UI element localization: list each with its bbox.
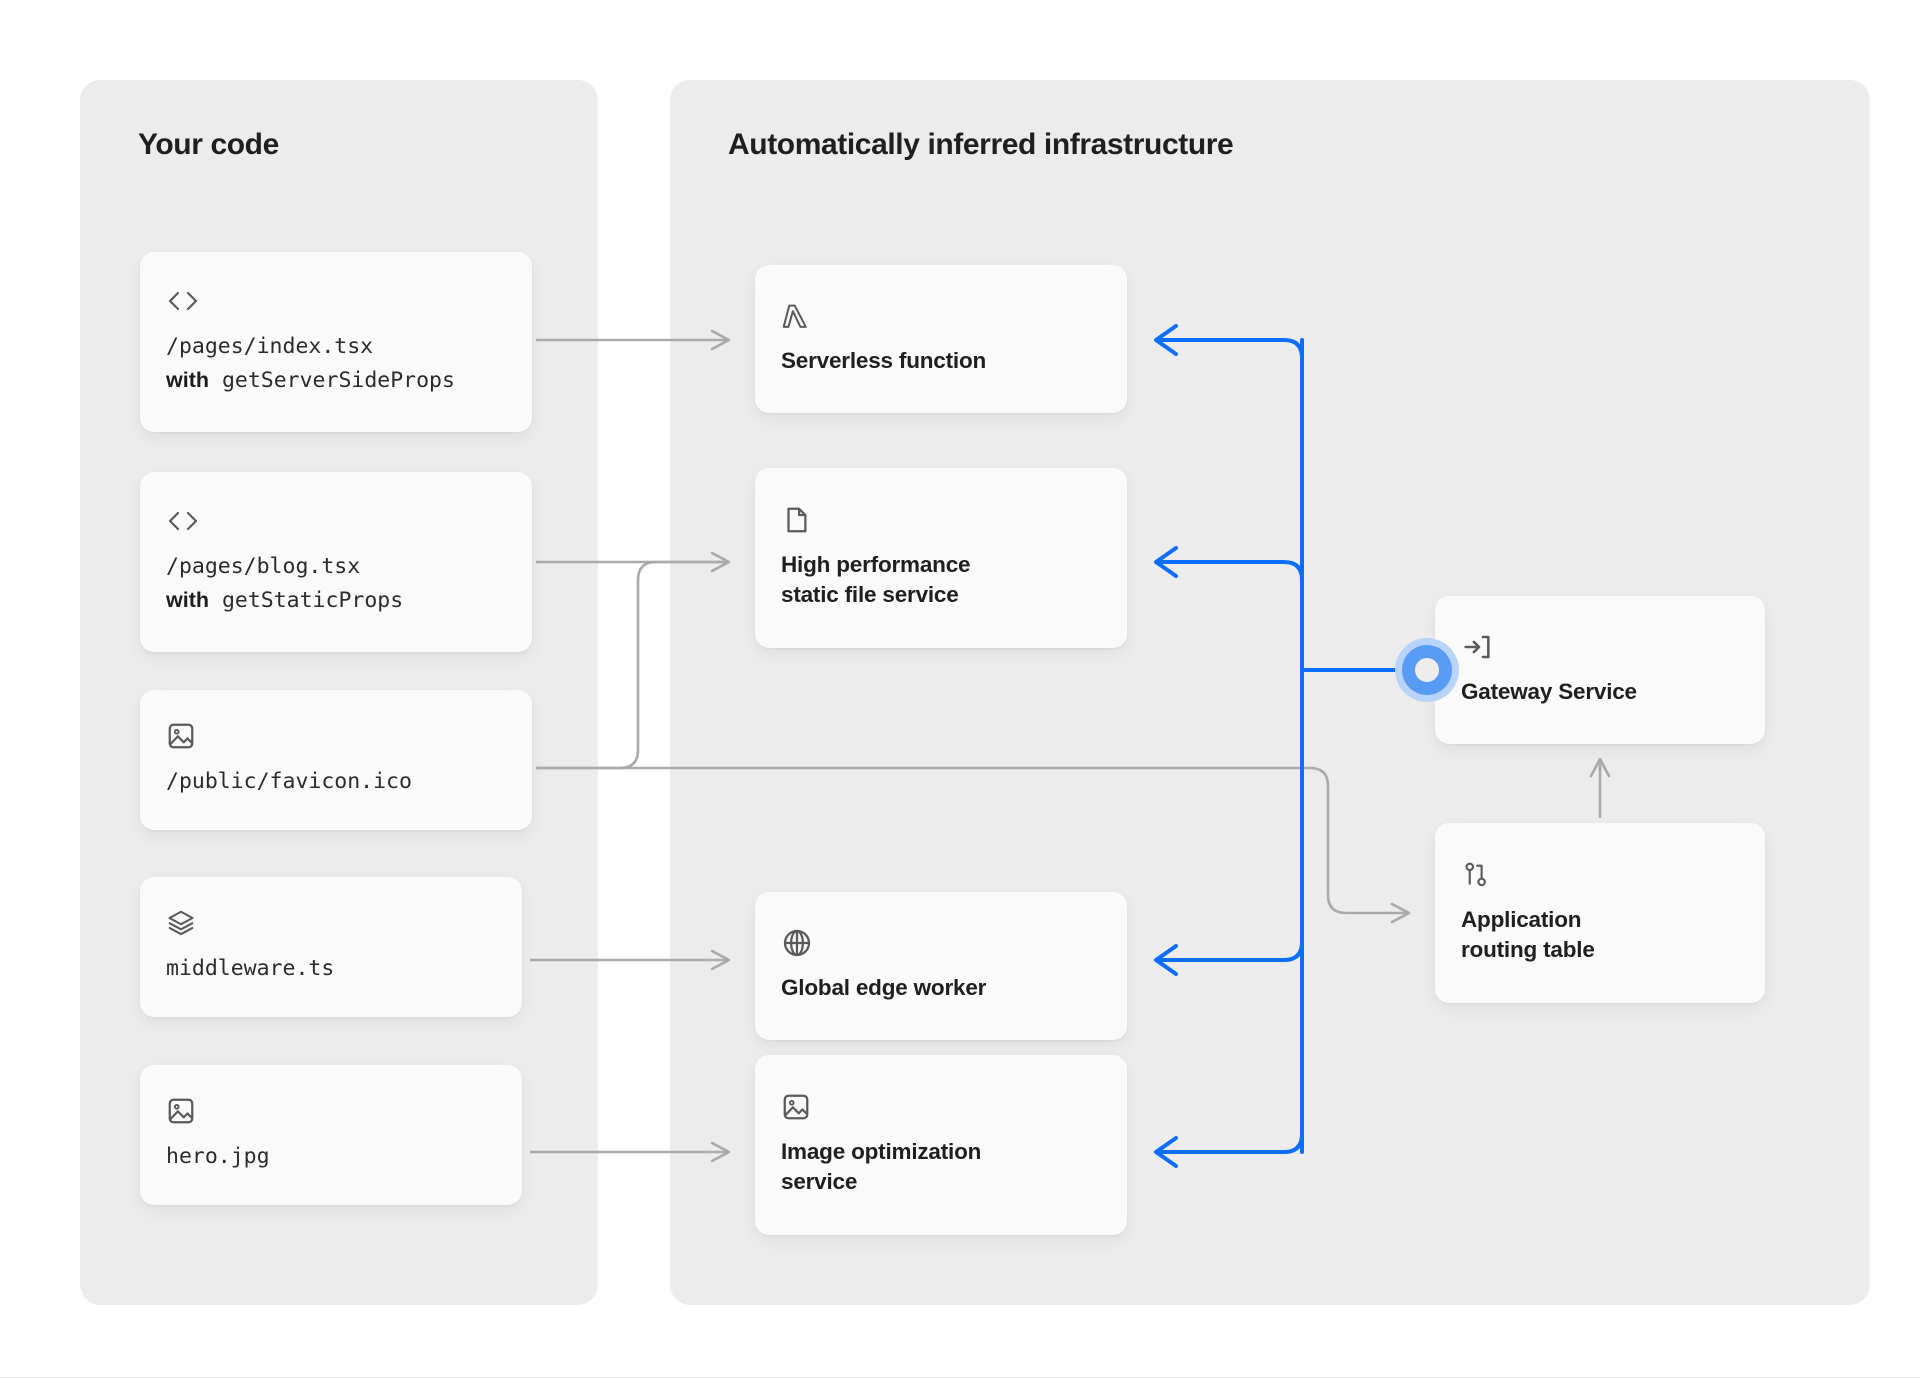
service-card-label: Global edge worker [781,975,987,1001]
code-card-index[interactable]: /pages/index.tsx with getServerSideProps [140,252,532,432]
service-card-global-edge-worker[interactable]: Global edge worker [755,892,1127,1040]
service-card-label-line2: routing table [1461,937,1595,962]
service-card-application-routing-table[interactable]: Application routing table [1435,823,1765,1003]
code-card-line1: middleware.ts [166,955,335,981]
service-card-serverless-function[interactable]: Serverless function [755,265,1127,413]
service-card-label-line1: Application [1461,907,1582,933]
git-branch-icon [1461,859,1739,891]
service-card-image-optimization[interactable]: Image optimization service [755,1055,1127,1235]
code-card-favicon[interactable]: /public/favicon.ico [140,690,532,830]
code-card-blog[interactable]: /pages/blog.tsx with getStaticProps [140,472,532,652]
service-card-label-line1: Image optimization [781,1139,982,1165]
panel-left-title: Your code [138,128,279,161]
file-icon [781,504,1101,536]
service-card-label: Gateway Service [1461,679,1637,705]
image-icon [166,1095,496,1127]
code-card-line2: with getStaticProps [166,584,506,618]
code-card-line1: /public/favicon.ico [166,768,412,794]
image-icon [166,720,506,752]
code-card-hero[interactable]: hero.jpg [140,1065,522,1205]
code-card-line2-keyword: with [166,587,209,612]
image-icon [781,1091,1101,1123]
code-card-line2-value: getServerSideProps [221,367,455,393]
gateway-pulse-node[interactable] [1395,638,1459,702]
code-brackets-icon [166,285,506,317]
code-brackets-icon [166,505,506,537]
layers-icon [166,907,496,939]
service-card-static-file-service[interactable]: High performance static file service [755,468,1127,648]
pulse-ring-core [1415,658,1439,682]
globe-icon [781,927,1101,959]
lambda-icon [781,300,1101,332]
service-card-label-line2: static file service [781,582,959,607]
code-card-line1: hero.jpg [166,1143,270,1169]
service-card-label: Serverless function [781,348,987,374]
service-card-gateway-service[interactable]: Gateway Service [1435,596,1765,744]
service-card-label-line1: High performance [781,552,971,578]
service-card-label-line2: service [781,1169,858,1194]
enter-bracket-icon [1461,631,1739,663]
code-card-middleware[interactable]: middleware.ts [140,877,522,1017]
code-card-line1: /pages/index.tsx [166,333,374,359]
code-card-line2: with getServerSideProps [166,364,506,398]
code-card-line1: /pages/blog.tsx [166,553,361,579]
code-card-line2-keyword: with [166,367,209,392]
code-card-line2-value: getStaticProps [221,587,404,613]
panel-right-title: Automatically inferred infrastructure [728,128,1234,161]
